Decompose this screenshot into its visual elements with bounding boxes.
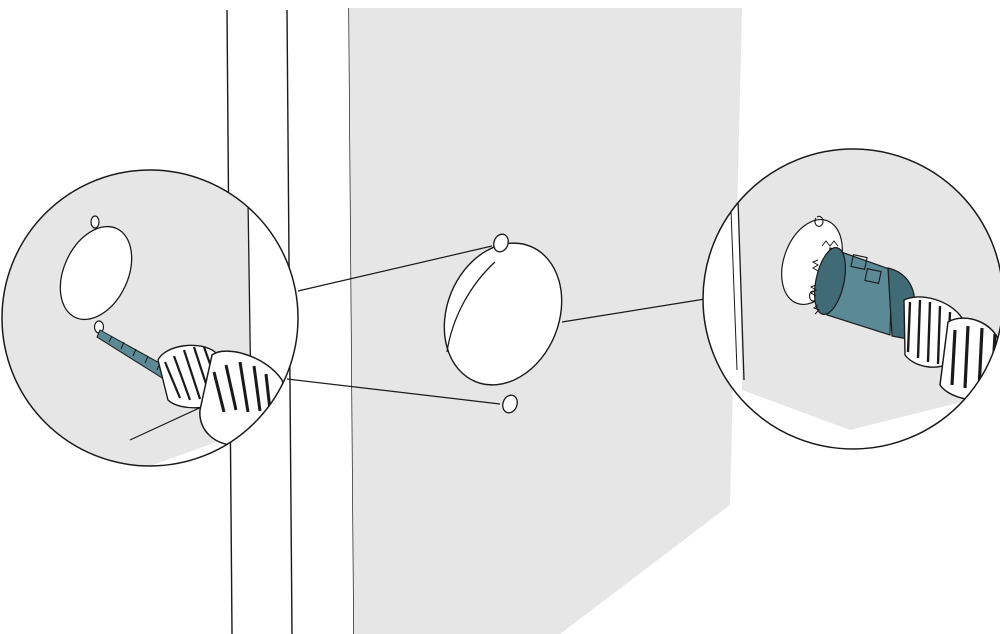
hole-saw-callout	[702, 148, 1000, 450]
leader-lines	[286, 245, 706, 405]
main-lock-bore	[443, 242, 563, 386]
hole-saw-icon	[809, 240, 916, 341]
lower-screw-hole	[502, 394, 518, 414]
pilot-drill-callout	[1, 169, 299, 467]
upper-screw-hole	[493, 233, 509, 253]
